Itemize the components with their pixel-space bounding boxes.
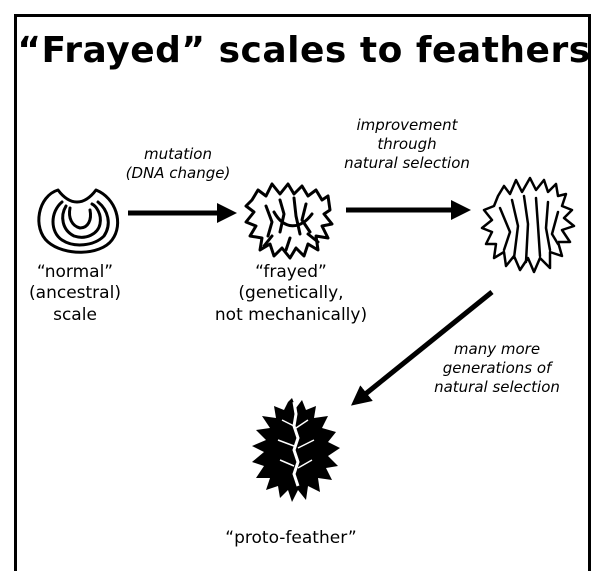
frayed-scale-icon: [246, 184, 332, 258]
improvement-arrow-label: improvement through natural selection: [332, 116, 482, 172]
mutation-arrow-label: mutation (DNA change): [118, 145, 238, 183]
frayed-scale-label: “frayed” (genetically, not mechanically): [206, 262, 376, 326]
proto-feather-icon: [252, 398, 340, 502]
normal-scale-label: “normal” (ancestral) scale: [20, 262, 130, 326]
spiky-scale-icon: [482, 178, 574, 272]
concentric-scale-icon: [39, 190, 118, 252]
proto-feather-label: “proto-feather”: [206, 528, 376, 549]
generations-arrow-label: many more generations of natural selecti…: [422, 340, 572, 396]
